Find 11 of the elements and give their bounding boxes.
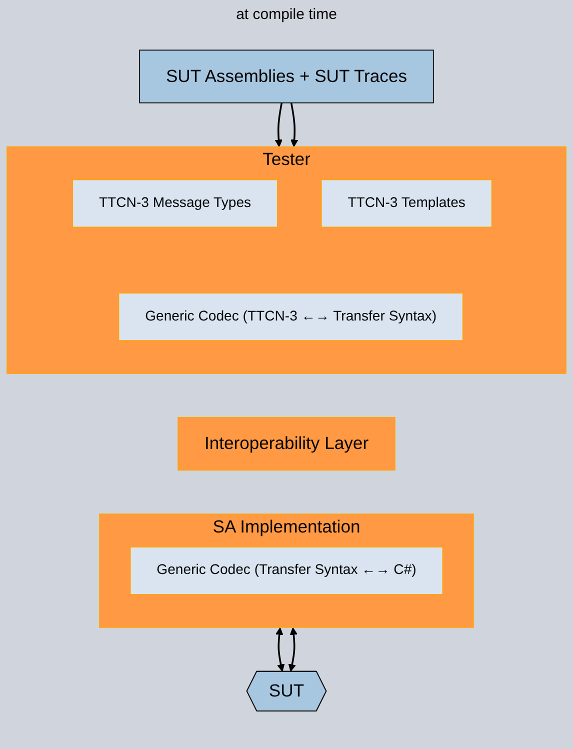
node-box: TTCN-3 Message Types (72, 179, 278, 228)
arrow (276, 627, 285, 672)
node-box: Interoperability Layer (178, 416, 396, 471)
node-box: Generic Codec (Transfer Syntax ←→ C#) (130, 546, 444, 595)
node-box: Generic Codec (TTCN-3 ←→ Transfer Syntax) (118, 292, 464, 341)
arrow (290, 102, 298, 148)
arrow (288, 627, 298, 672)
node-box: SUT Assemblies + SUT Traces (139, 50, 434, 104)
note-text: at compile time (236, 6, 337, 23)
node-box: TTCN-3 Templates (320, 179, 492, 228)
arrow (274, 102, 283, 148)
